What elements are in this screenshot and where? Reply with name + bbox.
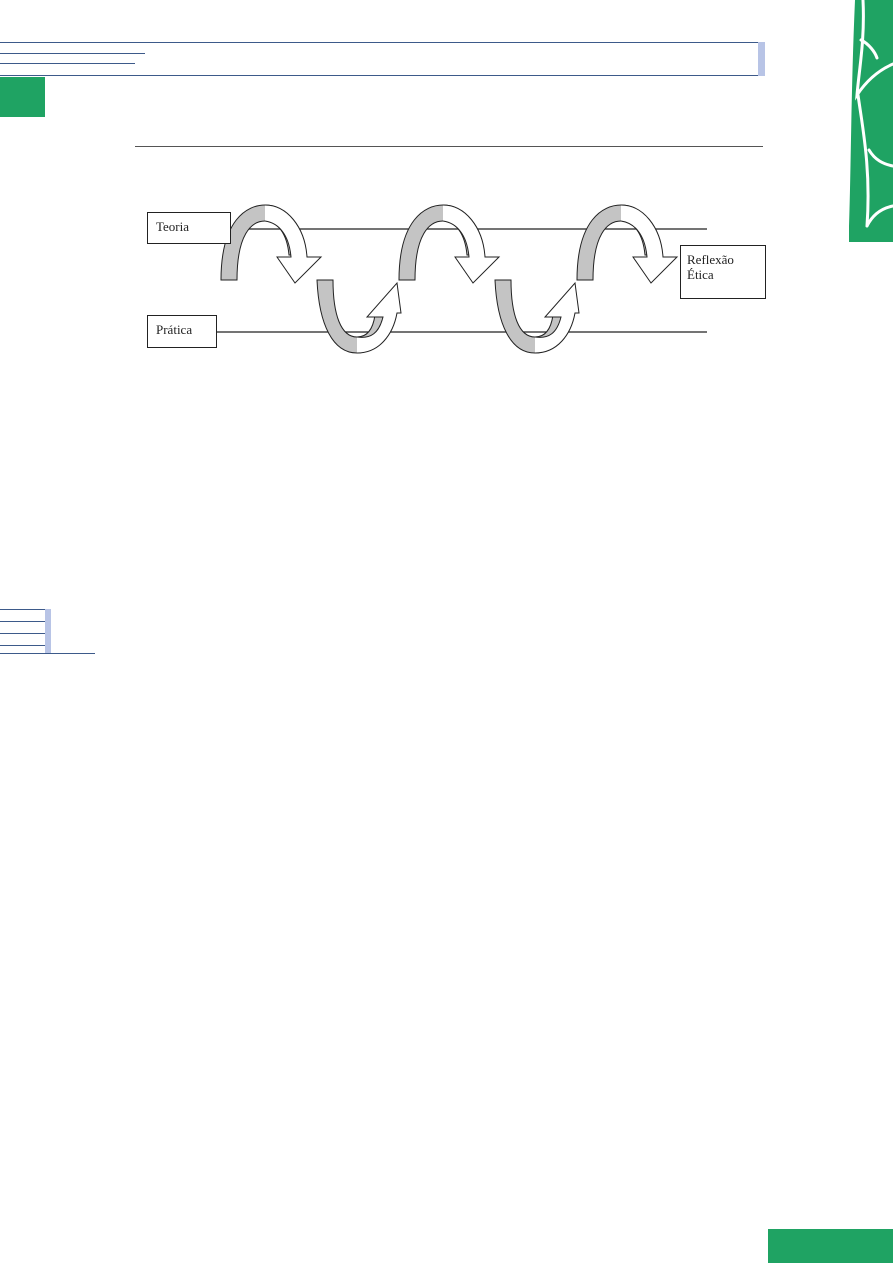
arc-arrow-up-2	[494, 279, 580, 354]
pratica-label-text: Prática	[156, 322, 193, 337]
reflexao-text: Reflexão	[687, 252, 734, 267]
reflexao-etica-label: Reflexão Ética	[680, 245, 766, 299]
margin-blue-tab	[45, 609, 51, 653]
arc-arrow-down-3	[576, 204, 679, 284]
green-footer-tab	[768, 1229, 893, 1263]
green-square-marker	[0, 77, 45, 117]
teoria-label: Teoria	[147, 212, 231, 244]
margin-rule-5	[0, 653, 95, 654]
header-rule-short-1	[0, 53, 145, 54]
arc-arrow-up-1	[316, 279, 402, 354]
cycle-diagram	[215, 204, 707, 354]
teoria-label-text: Teoria	[156, 219, 190, 234]
header-rule-short-2	[0, 63, 135, 64]
header-rule-top	[0, 42, 760, 43]
header-blue-tab	[758, 42, 765, 76]
section-rule	[135, 146, 763, 147]
green-leaf-emblem	[849, 0, 893, 242]
margin-rule-4	[0, 645, 46, 646]
pratica-label: Prática	[147, 315, 217, 348]
margin-rule-3	[0, 633, 46, 634]
header-rule-bottom	[0, 75, 760, 76]
margin-rule-2	[0, 621, 46, 622]
arc-arrow-down-2	[398, 204, 501, 284]
margin-rule-1	[0, 609, 46, 610]
etica-text: Ética	[687, 267, 714, 282]
arc-arrow-down-1	[220, 204, 323, 284]
